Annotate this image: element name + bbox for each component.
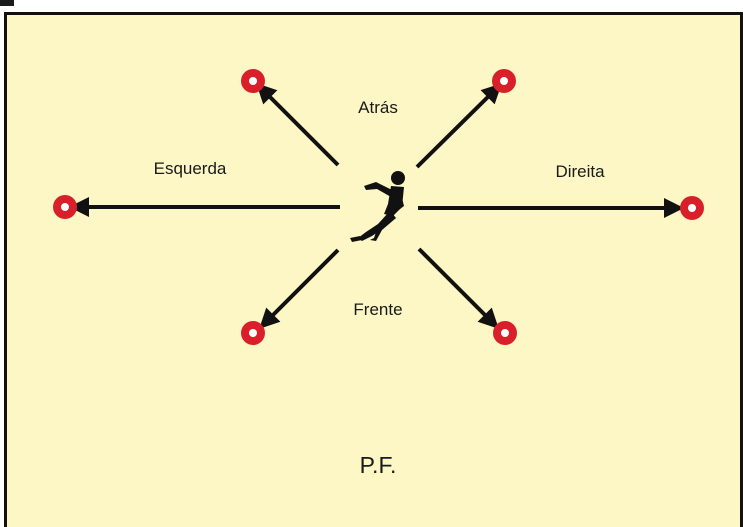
arrow-back-left — [256, 83, 340, 167]
running-player-icon — [350, 171, 405, 242]
label-right: Direita — [555, 162, 605, 181]
arrows — [69, 83, 684, 329]
arrow-front-left — [259, 248, 340, 329]
cone-left — [53, 195, 77, 219]
top-left-fragment — [0, 0, 14, 6]
cones — [53, 69, 704, 345]
field-panel — [4, 12, 743, 527]
cone-back-left — [241, 69, 265, 93]
label-back: Atrás — [358, 98, 398, 117]
cone-back-right — [492, 69, 516, 93]
arrow-back-right — [415, 83, 502, 169]
label-left: Esquerda — [154, 159, 227, 178]
cone-right — [680, 196, 704, 220]
cone-front-right — [493, 321, 517, 345]
cone-front-left — [241, 321, 265, 345]
arrow-front-right — [417, 247, 499, 329]
label-front: Frente — [353, 300, 402, 319]
label-bottom: P.F. — [360, 452, 397, 478]
